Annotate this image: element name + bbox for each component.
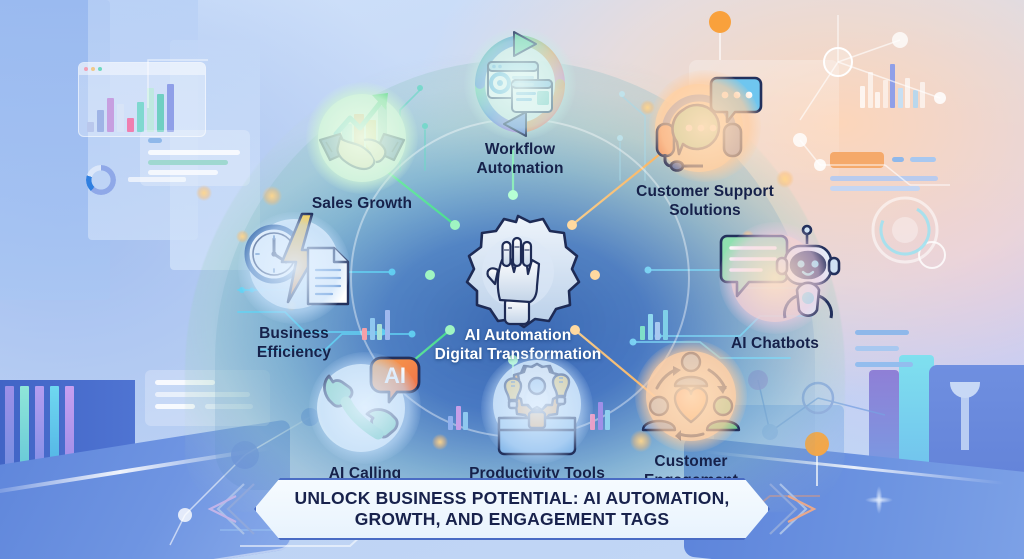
node-art xyxy=(481,352,593,464)
node-label-line1: AI Calling xyxy=(328,465,402,482)
node-workflow-automation[interactable]: Workflow Automation xyxy=(445,28,595,178)
title-banner[interactable]: UNLOCK BUSINESS POTENTIAL: AI AUTOMATION… xyxy=(254,478,770,540)
node-label-line1: Customer xyxy=(654,453,728,470)
node-label-line2: Efficiency xyxy=(256,343,332,361)
node-art xyxy=(306,82,418,194)
banner-chevron-right-icon xyxy=(769,483,817,535)
node-art xyxy=(649,70,763,182)
node-art xyxy=(464,28,576,140)
banner-chevron-left-icon xyxy=(207,483,255,535)
node-business-efficiency[interactable]: Business Efficiency xyxy=(210,212,378,362)
bar-chart-icon xyxy=(640,300,668,340)
bokeh-sparkle xyxy=(432,434,448,450)
banner-title-line2: GROWTH, AND ENGAGEMENT TAGS xyxy=(354,509,670,529)
node-label: Productivity Tools xyxy=(442,465,632,484)
node-productivity-tools[interactable]: Productivity Tools xyxy=(442,352,632,484)
node-label: Customer Support Solutions xyxy=(610,183,800,220)
node-customer-support-solutions[interactable]: Customer Support Solutions xyxy=(610,70,800,220)
node-art: AI xyxy=(309,352,421,464)
node-glow xyxy=(238,212,350,324)
bokeh-sparkle xyxy=(630,430,652,452)
node-label-line1: Sales Growth xyxy=(311,195,413,212)
node-label-line1: AI Chatbots xyxy=(730,335,820,352)
node-label-line2: Solutions xyxy=(669,201,741,219)
robot-hand-in-gear-icon xyxy=(465,214,581,329)
bokeh-sparkle xyxy=(262,186,282,206)
node-label: Business Efficiency xyxy=(210,325,378,362)
hub-label-line1: AI Automation xyxy=(464,327,572,344)
node-label-line1: Customer Support xyxy=(636,183,774,200)
node-label-line1: Business xyxy=(259,325,329,342)
bokeh-sparkle xyxy=(196,185,212,201)
node-label: Workflow Automation xyxy=(445,141,595,178)
bokeh-sparkle xyxy=(776,170,794,188)
node-glow xyxy=(635,340,747,452)
node-label: AI Chatbots xyxy=(690,335,860,354)
node-label-line1: Productivity Tools xyxy=(469,465,605,482)
node-ai-chatbots[interactable]: AI Chatbots xyxy=(690,222,860,354)
node-art xyxy=(238,212,350,324)
banner-text: UNLOCK BUSINESS POTENTIAL: AI AUTOMATION… xyxy=(268,488,755,530)
node-glow xyxy=(306,82,418,194)
node-art xyxy=(719,222,841,334)
bar-chart-icon xyxy=(448,390,468,430)
banner-title-line1: UNLOCK BUSINESS POTENTIAL: AI AUTOMATION… xyxy=(294,488,730,508)
hub-icon-group xyxy=(442,212,594,337)
title-banner-group: UNLOCK BUSINESS POTENTIAL: AI AUTOMATION… xyxy=(0,478,1024,548)
node-glow xyxy=(309,352,421,464)
node-label: Sales Growth xyxy=(287,195,437,214)
node-glow xyxy=(481,352,593,464)
node-customer-engagement[interactable]: Customer Engagement xyxy=(598,340,784,490)
node-label-line1: Workflow xyxy=(484,141,556,158)
bar-chart-icon xyxy=(590,388,610,430)
node-label-line2: Automation xyxy=(476,159,564,177)
node-glow xyxy=(719,222,831,334)
node-glow xyxy=(649,70,761,182)
node-glow xyxy=(464,28,576,140)
node-sales-growth[interactable]: Sales Growth xyxy=(287,82,437,214)
node-art xyxy=(635,340,747,452)
bar-chart-icon xyxy=(362,300,390,340)
